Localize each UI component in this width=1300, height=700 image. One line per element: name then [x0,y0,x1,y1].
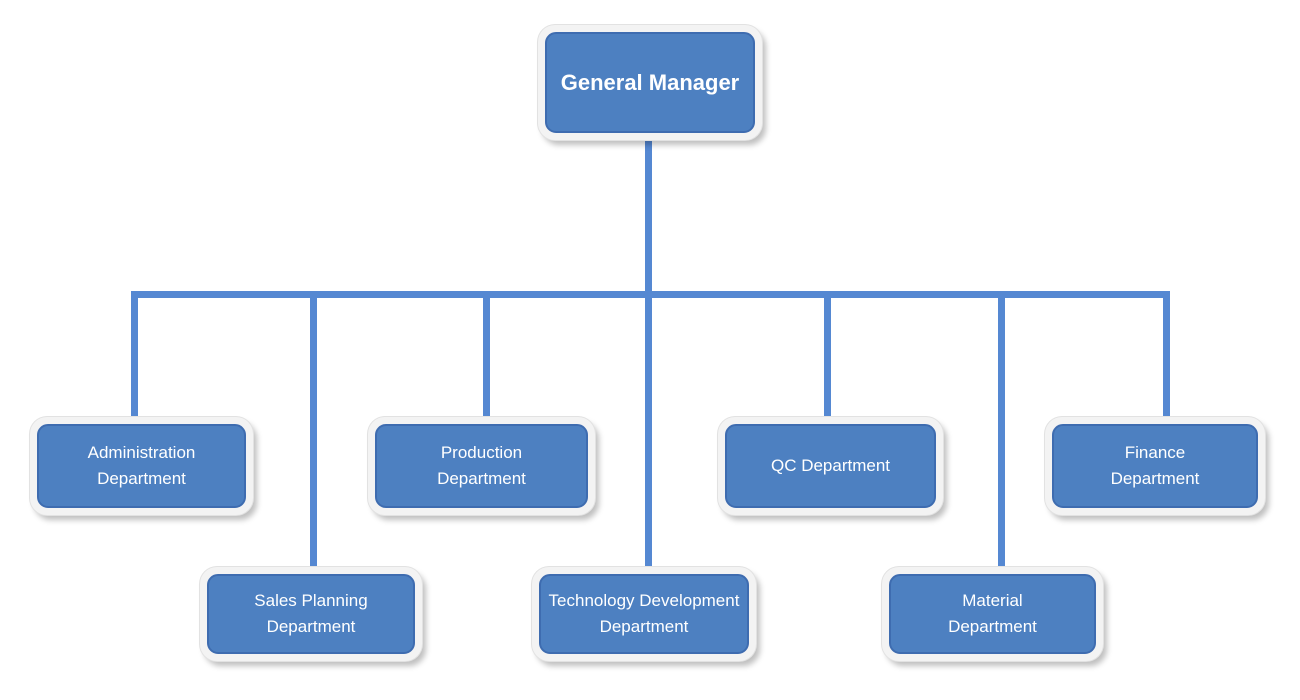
node-shape: Finance Department [1052,424,1258,508]
connector-drop-production [483,291,490,419]
node-label: Technology Development Department [548,591,740,636]
org-node-production-department[interactable]: Production Department [368,417,595,515]
node-shape: Material Department [889,574,1096,654]
org-node-administration-department[interactable]: Administration Department [30,417,253,515]
node-label: Production Department [437,443,526,488]
node-shape: Sales Planning Department [207,574,415,654]
connector-drop-material [998,291,1005,569]
org-node-sales-planning-department[interactable]: Sales Planning Department [200,567,422,661]
node-shape: Technology Development Department [539,574,749,654]
node-shape: Administration Department [37,424,246,508]
node-label: Material Department [948,591,1037,636]
node-label: Finance Department [1110,443,1200,488]
connector-trunk-general-manager [645,141,652,291]
connector-drop-administration [131,291,138,419]
node-shape: Production Department [375,424,588,508]
node-shape: QC Department [725,424,936,508]
connector-drop-qc [824,291,831,419]
connector-drop-sales-planning [310,291,317,569]
node-label: Sales Planning Department [254,591,368,636]
node-shape: General Manager [545,32,755,133]
org-node-finance-department[interactable]: Finance Department [1045,417,1265,515]
org-node-general-manager[interactable]: General Manager [538,25,762,140]
connector-drop-technology-development [645,291,652,569]
org-node-technology-development-department[interactable]: Technology Development Department [532,567,756,661]
org-node-qc-department[interactable]: QC Department [718,417,943,515]
node-label: General Manager [560,69,740,95]
node-label: QC Department [770,456,891,475]
org-node-material-department[interactable]: Material Department [882,567,1103,661]
connector-drop-finance [1163,291,1170,419]
node-label: Administration Department [87,443,196,488]
